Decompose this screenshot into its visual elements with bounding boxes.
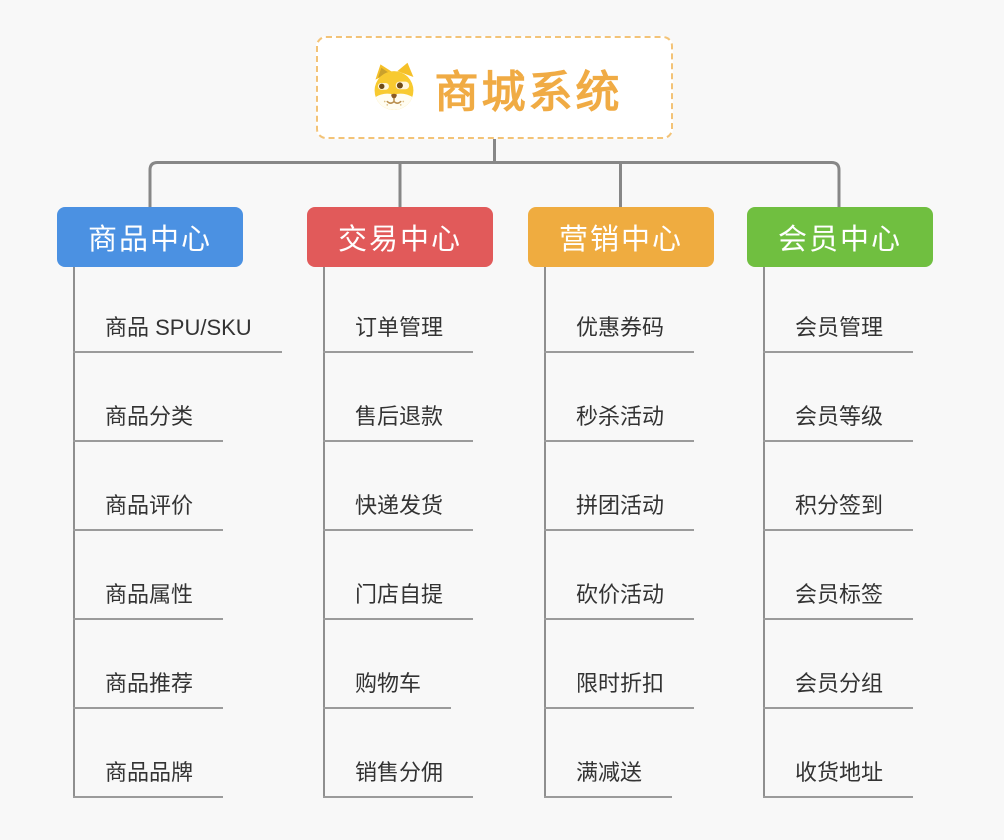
leaf-node[interactable]: 积分签到 — [763, 491, 914, 531]
leaf-node[interactable]: 会员管理 — [763, 313, 914, 353]
leaf-node[interactable]: 门店自提 — [323, 580, 474, 620]
branch-column-trade-center: 订单管理 售后退款 快递发货 门店自提 购物车 销售分佣 — [307, 267, 547, 802]
branch-spine — [323, 267, 325, 798]
branch-column-member-center: 会员管理 会员等级 积分签到 会员标签 会员分组 收货地址 — [747, 267, 987, 802]
branch-member-center[interactable]: 会员中心 — [747, 207, 933, 267]
leaf-node[interactable]: 商品推荐 — [73, 669, 224, 709]
root-node-mall-system[interactable]: 商城系统 — [316, 36, 673, 139]
leaf-node[interactable]: 订单管理 — [323, 313, 474, 353]
branch-spine — [763, 267, 765, 798]
leaf-node[interactable]: 秒杀活动 — [544, 402, 695, 442]
leaf-node[interactable]: 会员分组 — [763, 669, 914, 709]
leaf-node[interactable]: 商品品牌 — [73, 758, 224, 798]
branch-label: 会员中心 — [777, 224, 902, 256]
leaf-node[interactable]: 优惠券码 — [544, 313, 695, 353]
branch-spine — [544, 267, 546, 798]
leaf-node[interactable]: 会员等级 — [763, 402, 914, 442]
leaf-node[interactable]: 会员标签 — [763, 580, 914, 620]
leaf-node[interactable]: 商品评价 — [73, 491, 224, 531]
leaf-node[interactable]: 商品属性 — [73, 580, 224, 620]
branch-column-product-center: 商品 SPU/SKU 商品分类 商品评价 商品属性 商品推荐 商品品牌 — [57, 267, 297, 802]
branch-label: 营销中心 — [558, 224, 683, 256]
leaf-node[interactable]: 限时折扣 — [544, 669, 695, 709]
leaf-node[interactable]: 购物车 — [323, 669, 452, 709]
branch-spine — [73, 267, 75, 798]
leaf-node[interactable]: 满减送 — [544, 758, 673, 798]
leaf-node[interactable]: 销售分佣 — [323, 758, 474, 798]
doge-icon — [374, 62, 413, 110]
leaf-node[interactable]: 商品 SPU/SKU — [73, 313, 282, 353]
leaf-node[interactable]: 快递发货 — [323, 491, 474, 531]
leaf-node[interactable]: 商品分类 — [73, 402, 224, 442]
leaf-node[interactable]: 收货地址 — [763, 758, 914, 798]
leaf-node[interactable]: 砍价活动 — [544, 580, 695, 620]
leaf-node[interactable]: 售后退款 — [323, 402, 474, 442]
branch-product-center[interactable]: 商品中心 — [57, 207, 243, 267]
root-title: 商城系统 — [434, 67, 623, 117]
leaf-node[interactable]: 拼团活动 — [544, 491, 695, 531]
branch-column-marketing-center: 优惠券码 秒杀活动 拼团活动 砍价活动 限时折扣 满减送 — [528, 267, 768, 802]
branch-marketing-center[interactable]: 营销中心 — [528, 207, 714, 267]
branch-trade-center[interactable]: 交易中心 — [307, 207, 493, 267]
branch-label: 交易中心 — [337, 224, 462, 256]
branch-label: 商品中心 — [87, 224, 212, 256]
